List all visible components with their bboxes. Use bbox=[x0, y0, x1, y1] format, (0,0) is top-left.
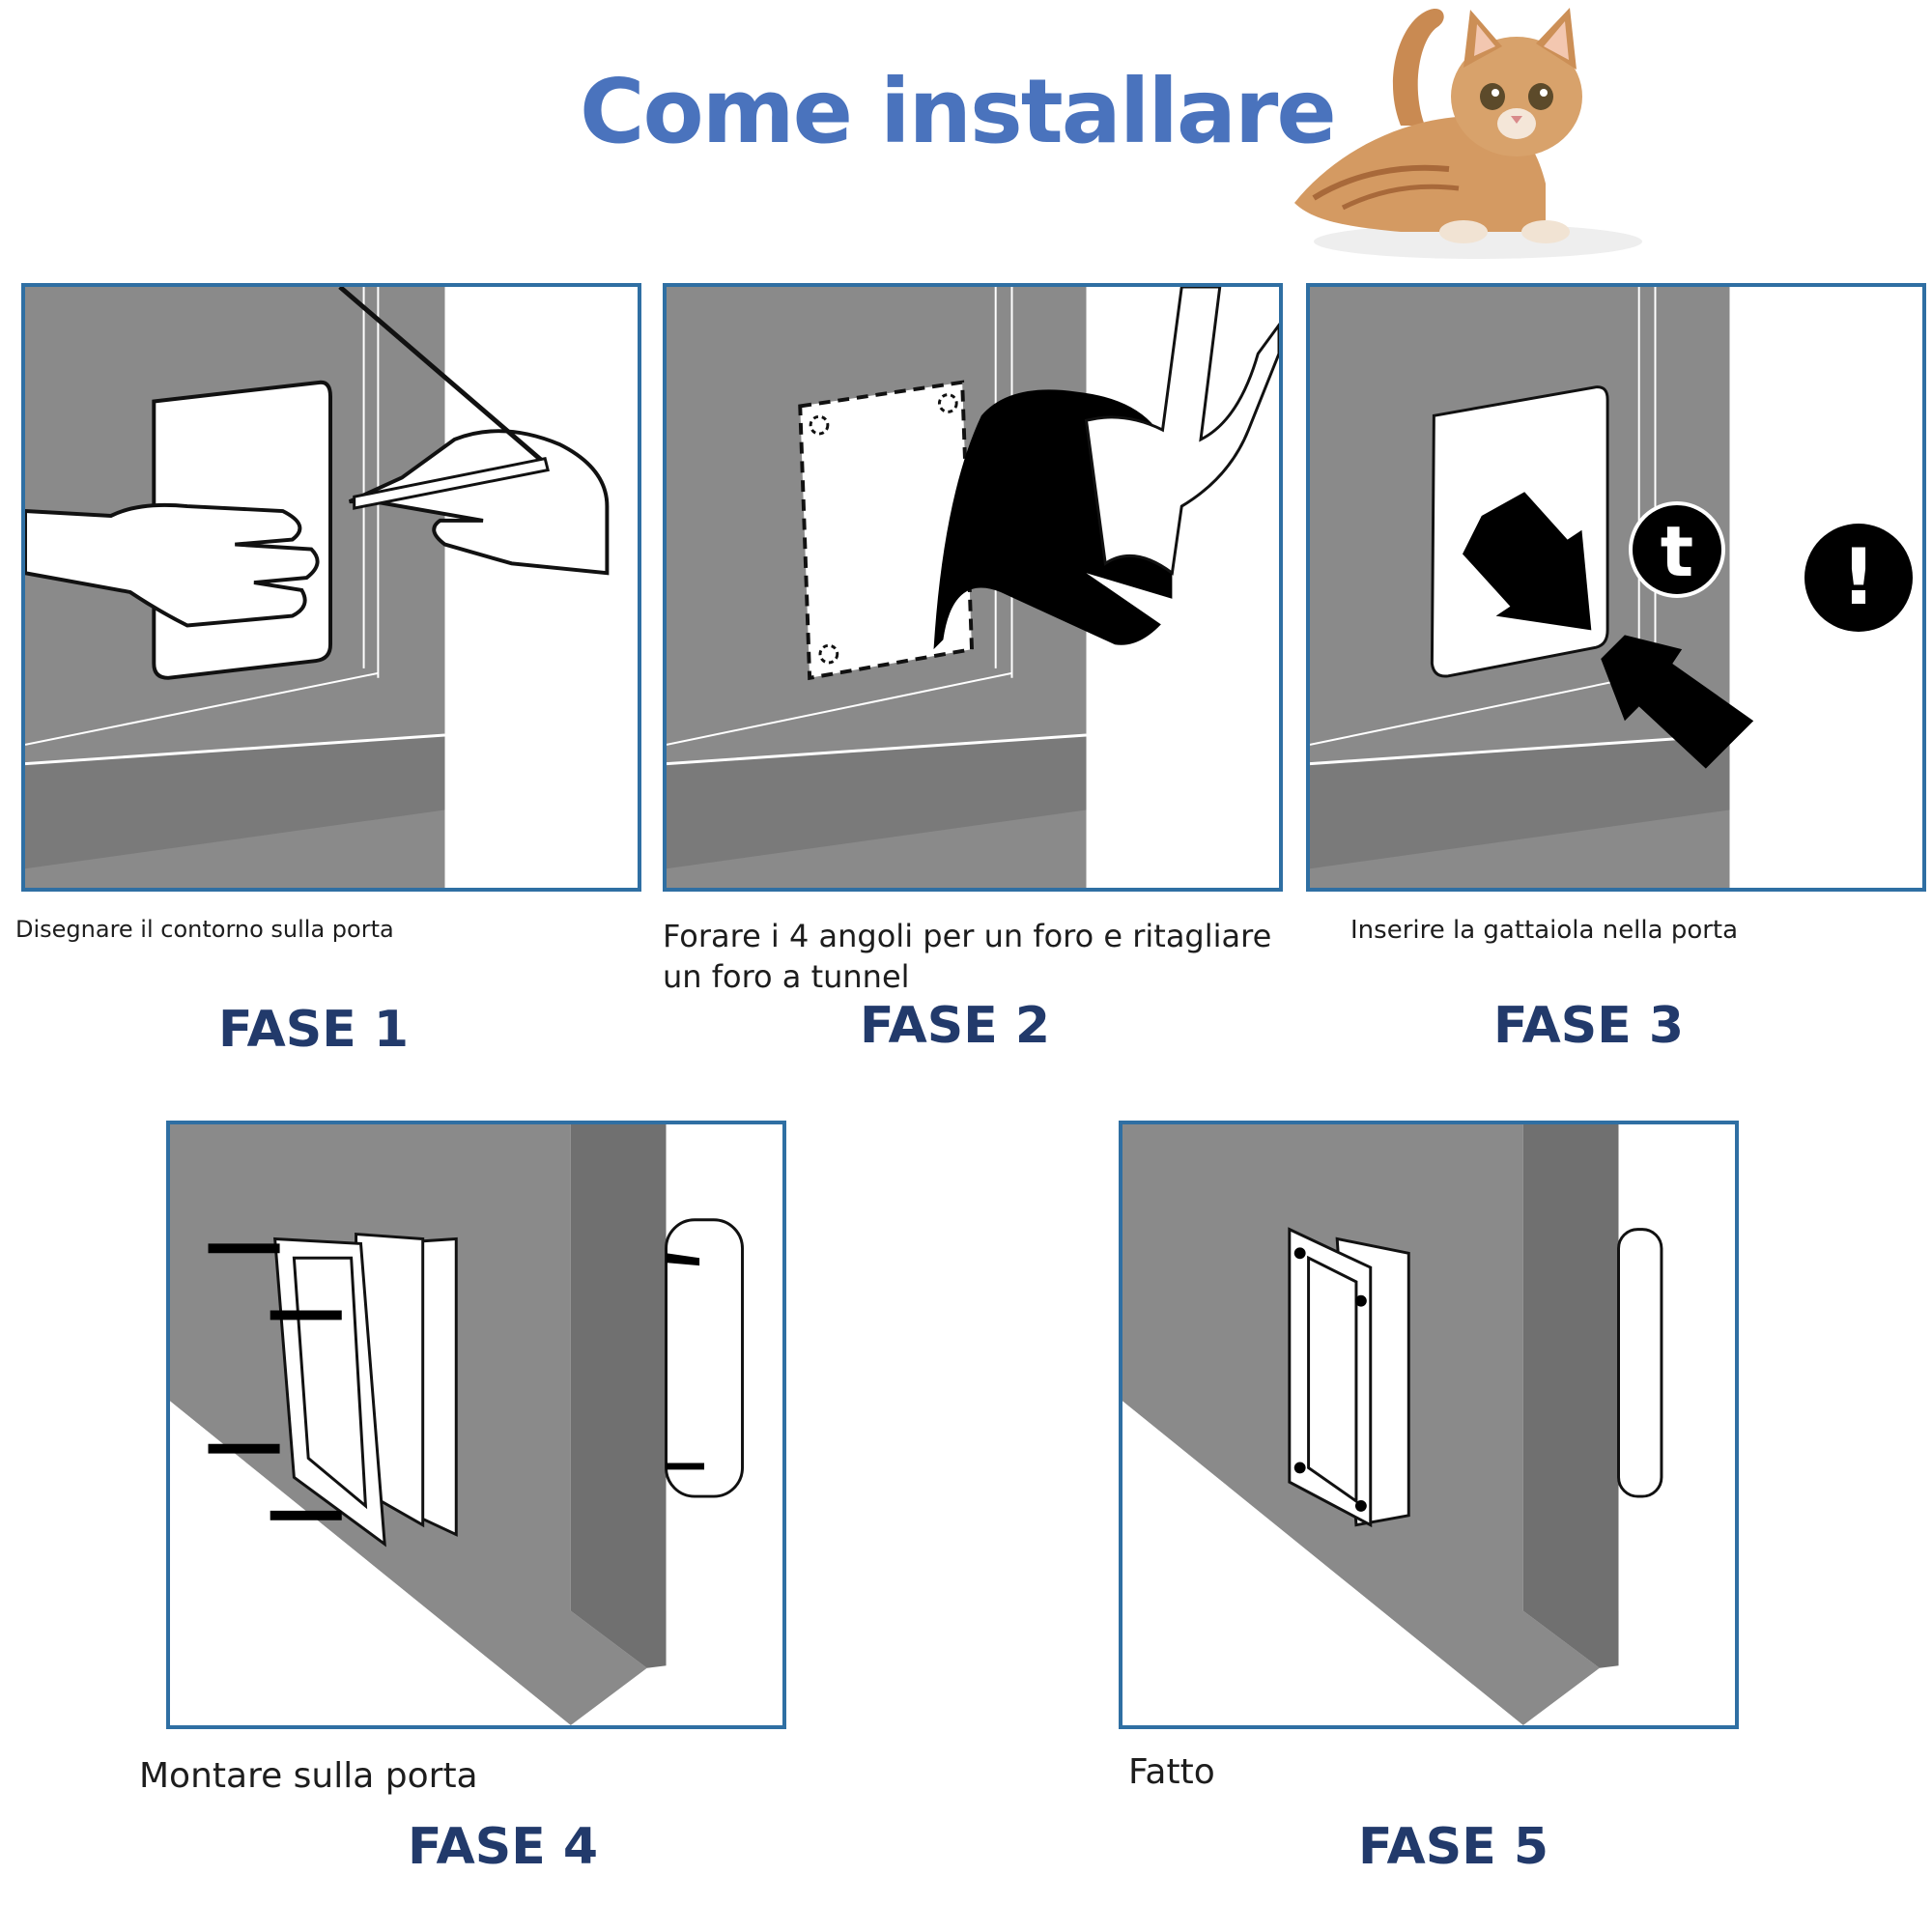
page-title: Come installare bbox=[580, 60, 1337, 163]
step3-marker-exclamation-icon: ! bbox=[1804, 524, 1913, 632]
step3-caption: Inserire la gattaiola nella porta bbox=[1350, 916, 1739, 945]
step3-label: FASE 3 bbox=[1493, 997, 1685, 1055]
step2-caption: Forare i 4 angoli per un foro e ritaglia… bbox=[663, 918, 1272, 995]
step1-caption: Disegnare il contorno sulla porta bbox=[15, 916, 394, 943]
step1-label: FASE 1 bbox=[218, 1001, 410, 1059]
step5-caption: Fatto bbox=[1128, 1752, 1215, 1792]
step5-illustration bbox=[1119, 1121, 1739, 1729]
step3-illustration: t ! bbox=[1306, 283, 1926, 892]
step4-label: FASE 4 bbox=[408, 1818, 599, 1876]
step4-illustration bbox=[166, 1121, 786, 1729]
step2-illustration bbox=[663, 283, 1283, 892]
cat-illustration bbox=[1256, 0, 1662, 270]
step2-label: FASE 2 bbox=[860, 997, 1051, 1055]
step5-label: FASE 5 bbox=[1358, 1818, 1549, 1876]
step4-caption: Montare sulla porta bbox=[139, 1756, 478, 1796]
step1-illustration bbox=[21, 283, 641, 892]
step3-marker-t-icon: t bbox=[1629, 501, 1725, 598]
